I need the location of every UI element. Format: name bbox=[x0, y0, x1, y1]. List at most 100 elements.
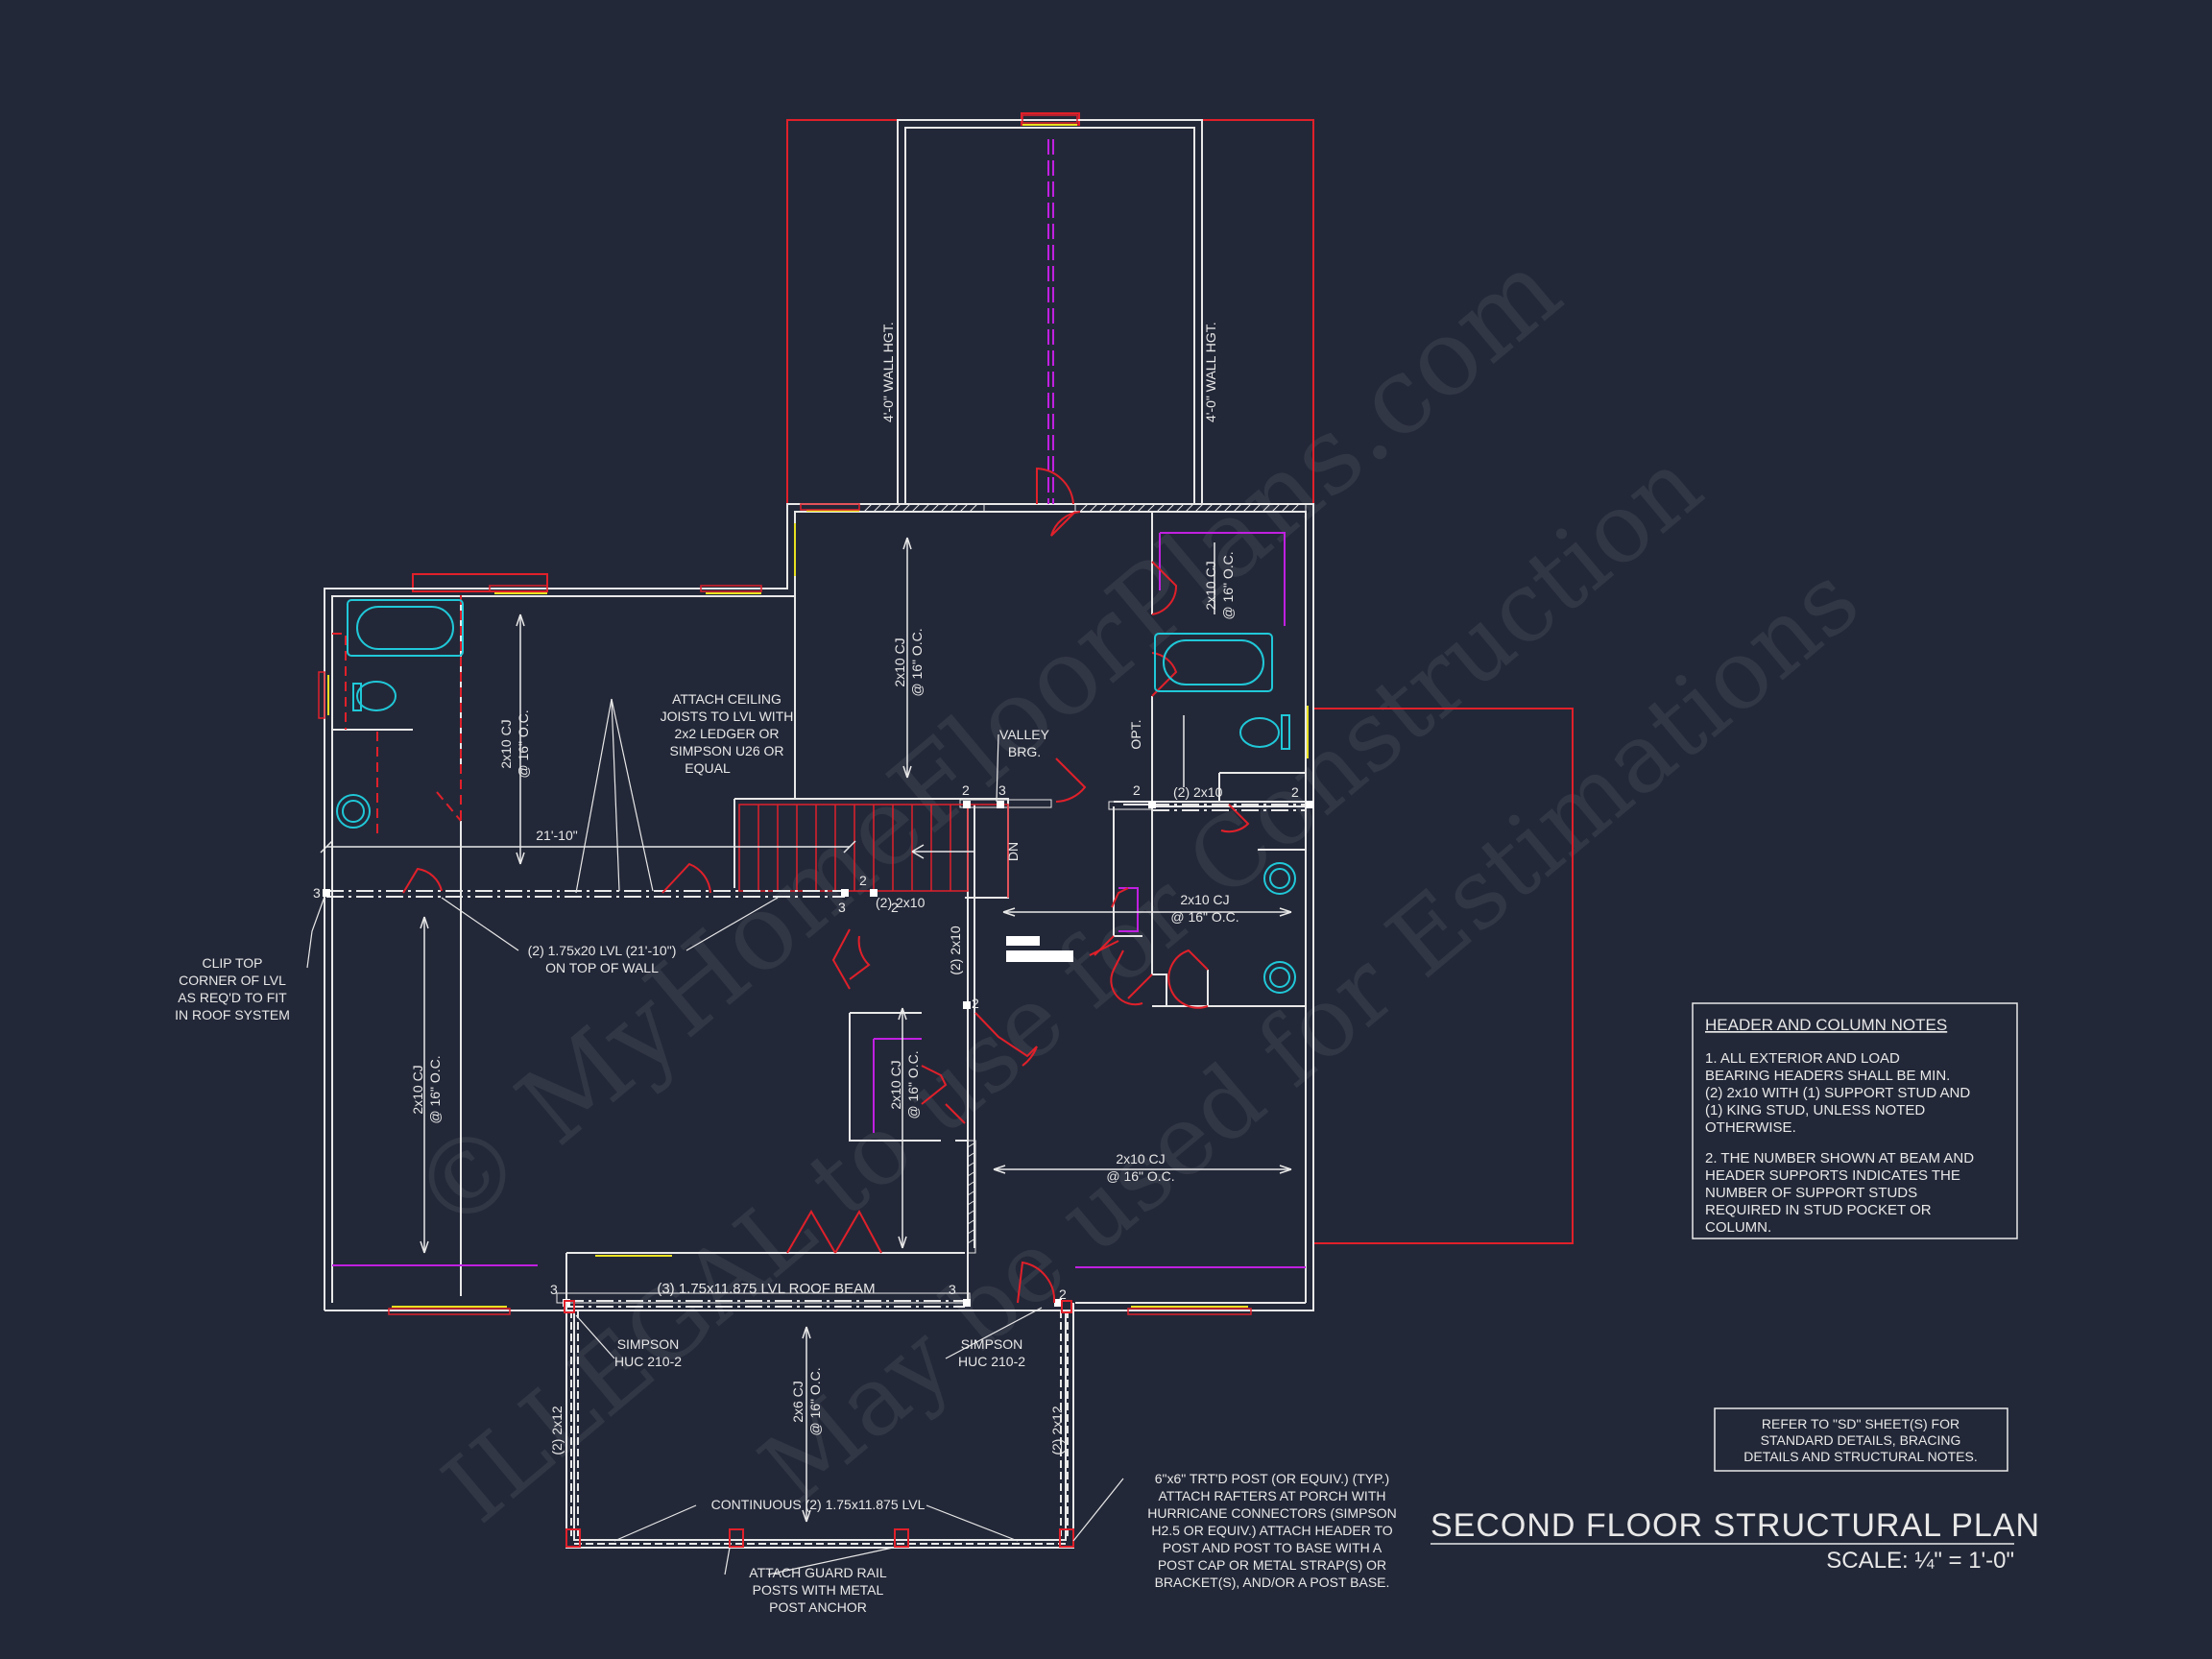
stair-arrow bbox=[911, 844, 974, 859]
stud-count: 3 bbox=[838, 900, 846, 915]
cj-label-porch: 2x6 CJ bbox=[790, 1381, 805, 1423]
cj-label-closet: 2x10 CJ bbox=[888, 1060, 903, 1109]
stud-count: 2 bbox=[859, 873, 867, 888]
sink-left bbox=[336, 794, 371, 829]
clip-top-4: IN ROOF SYSTEM bbox=[175, 1007, 290, 1022]
refer-line1: REFER TO "SD" SHEET(S) FOR bbox=[1762, 1416, 1960, 1431]
stud-count: 3 bbox=[998, 782, 1006, 798]
lvl-label-2: ON TOP OF WALL bbox=[545, 960, 659, 975]
windows bbox=[327, 124, 1309, 1308]
simpson-left-1: SIMPSON bbox=[617, 1336, 680, 1352]
note2-line3: NUMBER OF SUPPORT STUDS bbox=[1705, 1185, 1917, 1201]
cj-spacing-left-bath: @ 16" O.C. bbox=[516, 709, 531, 778]
wall-hgt-right: 4'-0" WALL HGT. bbox=[1203, 322, 1218, 422]
two-2x10-vertical: (2) 2x10 bbox=[948, 926, 963, 975]
attach-ceiling-4: SIMPSON U26 OR bbox=[669, 743, 783, 758]
plan-title: SECOND FLOOR STRUCTURAL PLAN bbox=[1431, 1507, 2040, 1544]
post-note-5: POST AND POST TO BASE WITH A bbox=[1163, 1540, 1382, 1555]
clip-top-3: AS REQ'D TO FIT bbox=[178, 990, 287, 1005]
post-note-1: 6"x6" TRT'D POST (OR EQUIV.) (TYP.) bbox=[1155, 1471, 1389, 1486]
cj-spacing-porch: @ 16" O.C. bbox=[807, 1367, 823, 1435]
attach-ceiling-5: EQUAL bbox=[685, 760, 731, 776]
cj-spacing-closet: @ 16" O.C. bbox=[905, 1050, 921, 1118]
simpson-right-1: SIMPSON bbox=[961, 1336, 1023, 1352]
stud-count: 2 bbox=[972, 996, 979, 1011]
stud-count: 3 bbox=[949, 1282, 956, 1297]
cj-spacing-bedroom: @ 16" O.C. bbox=[427, 1055, 443, 1123]
note1-line2: BEARING HEADERS SHALL BE MIN. bbox=[1705, 1068, 1950, 1084]
two-2x10-stair: (2) 2x10 bbox=[876, 895, 926, 910]
leaders bbox=[306, 698, 1124, 1575]
notes-title: HEADER AND COLUMN NOTES bbox=[1705, 1016, 1947, 1034]
plan-scale: SCALE: ¼" = 1'-0" bbox=[1826, 1548, 2014, 1574]
valley-brg-1: VALLEY bbox=[999, 727, 1050, 742]
roof-beam-label: (3) 1.75x11.875 LVL ROOF BEAM bbox=[657, 1281, 875, 1297]
two-2x10-upper: (2) 2x10 bbox=[1173, 784, 1223, 800]
window-frames bbox=[318, 114, 1252, 1315]
cj-label-great: 2x10 CJ bbox=[1116, 1151, 1165, 1166]
note2-line1: 2. THE NUMBER SHOWN AT BEAM AND bbox=[1705, 1150, 1974, 1166]
bathtub-left bbox=[347, 599, 464, 657]
header-column-notes: HEADER AND COLUMN NOTES 1. ALL EXTERIOR … bbox=[1692, 1002, 2018, 1239]
cj-spacing-hall: @ 16" O.C. bbox=[1170, 909, 1238, 925]
note1-line4: (1) KING STUD, UNLESS NOTED bbox=[1705, 1102, 1925, 1118]
stud-count: 2 bbox=[1291, 784, 1299, 800]
refer-box: REFER TO "SD" SHEET(S) FOR STANDARD DETA… bbox=[1714, 1407, 2008, 1472]
stud-count: 3 bbox=[550, 1282, 558, 1297]
toilet-left bbox=[356, 681, 397, 711]
clip-top-2: CORNER OF LVL bbox=[179, 973, 286, 988]
cj-label-bedroom: 2x10 CJ bbox=[410, 1065, 425, 1114]
valley-brg-2: BRG. bbox=[1008, 744, 1041, 759]
attach-ceiling-1: ATTACH CEILING bbox=[672, 691, 781, 707]
refer-line3: DETAILS AND STRUCTURAL NOTES. bbox=[1743, 1449, 1977, 1464]
stair bbox=[738, 804, 1009, 898]
stud-count: 2 bbox=[1059, 1286, 1067, 1302]
post-note-4: H2.5 OR EQUIV.) ATTACH HEADER TO bbox=[1151, 1523, 1392, 1538]
post-note-3: HURRICANE CONNECTORS (SIMPSON bbox=[1147, 1505, 1397, 1521]
porch bbox=[565, 1303, 1074, 1549]
cj-label-left-bath: 2x10 CJ bbox=[498, 719, 514, 768]
continuous-lvl: CONTINUOUS (2) 1.75x11.875 LVL bbox=[711, 1497, 926, 1512]
post-note-6: POST CAP OR METAL STRAP(S) OR bbox=[1158, 1557, 1386, 1573]
stud-count: 2 bbox=[891, 900, 899, 915]
attach-ceiling-2: JOISTS TO LVL WITH bbox=[661, 709, 794, 724]
simpson-right-2: HUC 210-2 bbox=[958, 1354, 1025, 1369]
note2-line5: COLUMN. bbox=[1705, 1219, 1771, 1236]
toilet-right bbox=[1239, 717, 1280, 748]
opt-label: OPT. bbox=[1128, 719, 1143, 749]
title-block: SECOND FLOOR STRUCTURAL PLAN SCALE: ¼" =… bbox=[1431, 1507, 2040, 1574]
guard-rail-1: ATTACH GUARD RAIL bbox=[749, 1565, 887, 1580]
note1-line3: (2) 2x10 WITH (1) SUPPORT STUD AND bbox=[1705, 1085, 1970, 1101]
stud-count: 3 bbox=[313, 885, 321, 901]
clip-top-1: CLIP TOP bbox=[202, 955, 262, 971]
lvl-label-1: (2) 1.75x20 LVL (21'-10") bbox=[528, 943, 677, 958]
cj-spacing-bonus: @ 16" O.C. bbox=[909, 628, 925, 696]
sink-right-2 bbox=[1263, 961, 1296, 994]
attach-ceiling-3: 2x2 LEDGER OR bbox=[675, 726, 780, 741]
stud-count: 2 bbox=[1133, 782, 1141, 798]
two-2x12-left: (2) 2x12 bbox=[549, 1406, 565, 1455]
note1-line5: OTHERWISE. bbox=[1705, 1119, 1796, 1136]
stud-count: 2 bbox=[962, 782, 970, 798]
bathtub-right bbox=[1154, 633, 1273, 692]
joist-arrows bbox=[320, 537, 1292, 1523]
guard-rail-2: POSTS WITH METAL bbox=[753, 1582, 884, 1598]
fixtures bbox=[336, 599, 1296, 994]
simpson-left-2: HUC 210-2 bbox=[614, 1354, 682, 1369]
cj-spacing-right-closet: @ 16" O.C. bbox=[1220, 551, 1236, 619]
post-note-2: ATTACH RAFTERS AT PORCH WITH bbox=[1159, 1488, 1386, 1503]
post-note-7: BRACKET(S), AND/OR A POST BASE. bbox=[1155, 1575, 1390, 1590]
note2-line4: REQUIRED IN STUD POCKET OR bbox=[1705, 1202, 1932, 1218]
cj-spacing-great: @ 16" O.C. bbox=[1106, 1168, 1174, 1184]
porch-posts bbox=[564, 1300, 1074, 1548]
note1-line1: 1. ALL EXTERIOR AND LOAD bbox=[1705, 1050, 1900, 1067]
cj-label-bonus: 2x10 CJ bbox=[892, 637, 907, 686]
wall-hgt-left: 4'-0" WALL HGT. bbox=[880, 322, 896, 422]
guard-rail-3: POST ANCHOR bbox=[769, 1599, 867, 1615]
note2-line2: HEADER SUPPORTS INDICATES THE bbox=[1705, 1167, 1960, 1184]
cj-label-right-closet: 2x10 CJ bbox=[1203, 561, 1218, 610]
cj-label-hall: 2x10 CJ bbox=[1180, 892, 1229, 907]
dim-21-10: 21'-10" bbox=[536, 828, 577, 843]
red-dashed bbox=[332, 595, 462, 835]
